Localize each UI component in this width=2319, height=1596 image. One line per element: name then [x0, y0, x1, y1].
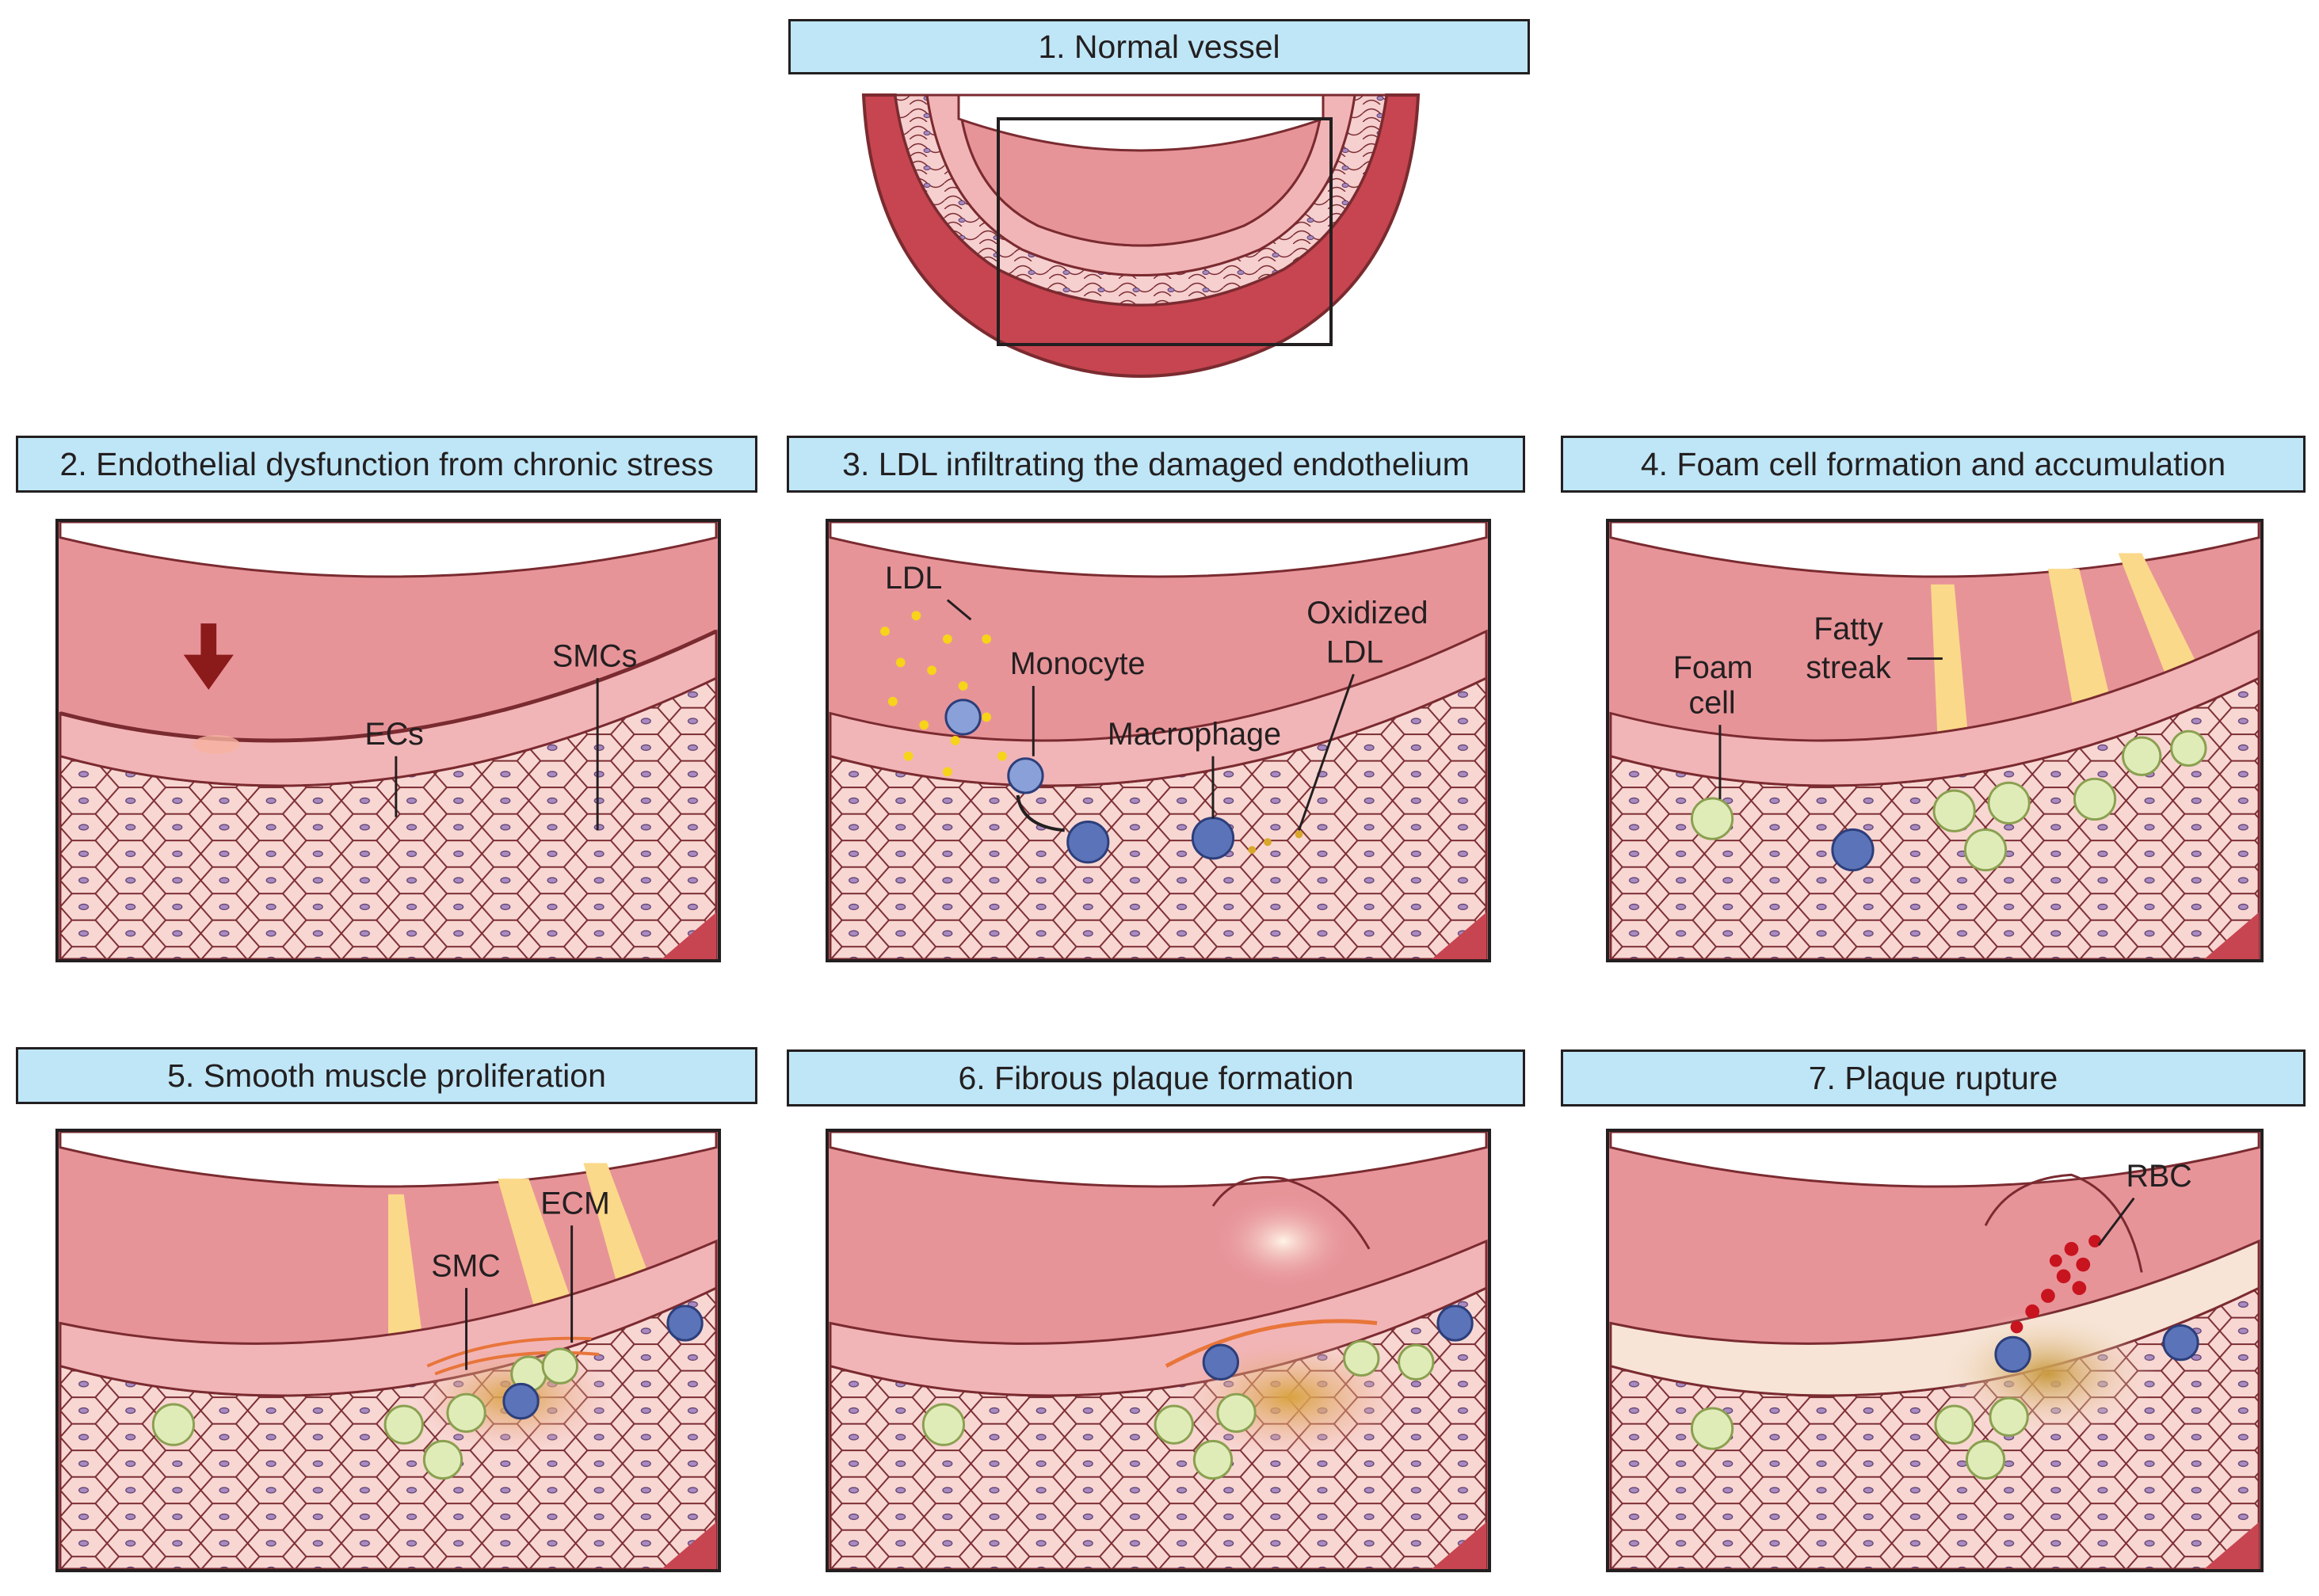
label-monocyte: Monocyte: [1010, 646, 1146, 681]
fibrous-cap: [1165, 1319, 1378, 1368]
ldl-particles: [880, 611, 1007, 777]
stage-3-title: 3. LDL infiltrating the damaged endothel…: [787, 436, 1525, 493]
label-foam: Foam: [1673, 650, 1753, 685]
panel-7: RBC: [1606, 1129, 2264, 1572]
stage-7-title: 7. Plaque rupture: [1561, 1049, 2306, 1107]
panel-4: Foam cell Fatty streak: [1606, 519, 2264, 962]
label-macrophage: Macrophage: [1108, 717, 1281, 752]
monocyte-icon: [944, 699, 1044, 794]
label-foam-cell: cell: [1689, 686, 1736, 721]
stage-6-title: 6. Fibrous plaque formation: [787, 1049, 1525, 1107]
foam-cell-icon: [921, 1339, 1435, 1480]
plaque-outline: [1211, 1175, 1371, 1250]
monocyte-icon: [1994, 1324, 2199, 1373]
foam-cell-icon: [1690, 1396, 2029, 1480]
label-oxidized: Oxidized: [1306, 596, 1428, 630]
label-oxidized-ldl: LDL: [1326, 634, 1383, 669]
panel-5: SMC ECM: [55, 1129, 721, 1572]
injury-glow: [193, 735, 240, 754]
label-ecm: ECM: [540, 1187, 610, 1221]
stage-1-title: 1. Normal vessel: [788, 19, 1530, 74]
panel-2: ECs SMCs: [55, 519, 721, 962]
panel-3: LDL Monocyte Macrophage Oxidized LDL: [826, 519, 1491, 962]
label-ecs: ECs: [364, 717, 423, 752]
zoom-box: [997, 117, 1333, 346]
fatty-streak-bands: [1931, 553, 2205, 764]
label-fatty: Fatty: [1814, 611, 1883, 646]
foam-cell-icon: [151, 1347, 579, 1480]
label-rbc: RBC: [2126, 1159, 2192, 1194]
label-smcs: SMCs: [552, 638, 637, 673]
normal-vessel-diagram: [861, 93, 1421, 378]
macrophage-icon: [1066, 817, 1235, 864]
stage-2-title: 2. Endothelial dysfunction from chronic …: [16, 436, 757, 493]
label-ldl: LDL: [885, 561, 942, 596]
stage-5-title: 5. Smooth muscle proliferation: [16, 1047, 757, 1104]
monocyte-icon: [1202, 1305, 1474, 1381]
ecm-fibers: [426, 1336, 600, 1376]
label-fatty-streak: streak: [1806, 650, 1891, 685]
injury-arrow: [183, 623, 234, 690]
lumen-top: [957, 93, 1325, 152]
foam-cell-icon: [1690, 729, 2207, 872]
monocyte-icon: [502, 1305, 704, 1420]
rbc-cluster: [2010, 1235, 2101, 1334]
lumen-space: [59, 522, 718, 578]
inflamed-intima: [1609, 1239, 2260, 1397]
label-smc: SMC: [431, 1248, 501, 1283]
migration-arrow: [1016, 794, 1065, 832]
panel-6: [826, 1129, 1491, 1572]
endothelium: [59, 629, 718, 743]
macrophage-icon: [1831, 828, 1875, 872]
plaque-glow: [1213, 1194, 1354, 1289]
plaque-outline: [1984, 1173, 2143, 1273]
oxidized-ldl-particles: [1248, 830, 1303, 854]
stage-4-title: 4. Foam cell formation and accumulation: [1561, 436, 2306, 493]
